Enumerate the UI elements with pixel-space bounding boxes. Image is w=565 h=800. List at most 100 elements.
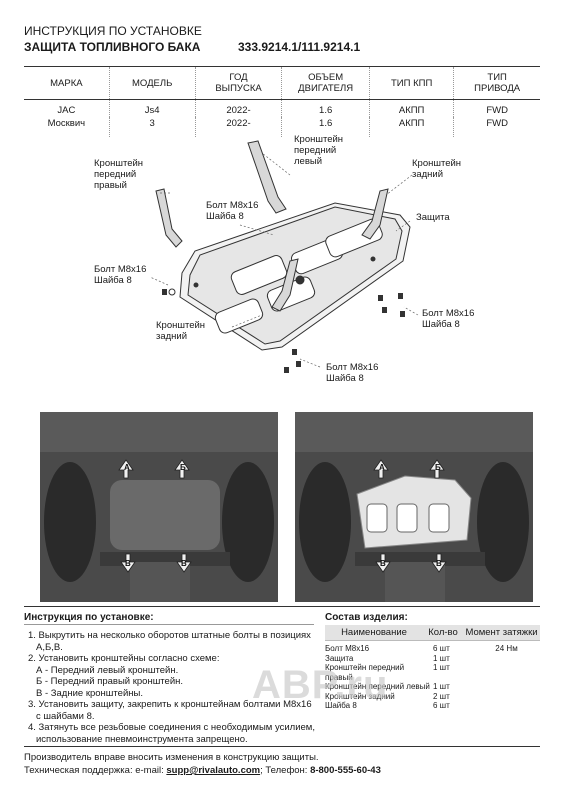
table-cell: АКПП <box>368 117 454 137</box>
label-washer-2: Шайба 8 <box>94 275 132 286</box>
instruction-line: 2. Установить кронштейны согласно схеме: <box>28 653 220 664</box>
position-markers <box>118 459 192 573</box>
table-row: Болт М8х16 6 шт 24 Нм <box>325 644 540 654</box>
support-email-link[interactable]: supp@rivalauto.com <box>166 765 261 776</box>
components-table: Наименование Кол-во Момент затяжки Болт … <box>325 625 540 711</box>
column-header-brand: МАРКА <box>24 66 110 100</box>
label-bracket-rear-bottom: Кронштейн задний <box>156 320 206 342</box>
component-qty: 1 шт <box>433 653 450 663</box>
label-bolt-2: Болт М8х16 <box>94 264 147 275</box>
position-markers-after <box>373 459 447 573</box>
instruction-line: А,Б,В. <box>36 641 63 653</box>
label-bracket-rear-top: Кронштейн задний <box>412 158 462 180</box>
marker-b: Б <box>180 463 186 472</box>
label-bolt-1: Болт М8х16 <box>206 200 259 211</box>
table-cell: Москвич <box>47 118 86 129</box>
column-header-torque: Момент затяжки <box>465 627 538 638</box>
phone-label: ; Телефон: <box>260 765 311 776</box>
table-cell: АКПП <box>368 99 454 117</box>
table-cell: JAC <box>57 105 76 116</box>
instructions-list: 1. Выкрутить на несколько оборотов штатн… <box>28 630 318 745</box>
label-washer-3: Шайба 8 <box>422 319 460 330</box>
part-number: 333.9214.1/111.9214.1 <box>238 40 361 54</box>
table-cell: FWD <box>453 117 540 137</box>
marker-v-right: В <box>181 559 187 568</box>
instructions-underline <box>24 624 314 625</box>
component-name: Шайба 8 <box>325 701 357 710</box>
table-row: Защита 1 шт <box>325 654 540 664</box>
instruction-line: Б - Передний правый кронштейн. <box>36 676 184 687</box>
component-qty: 2 шт <box>433 691 450 701</box>
instruction-line: В - Задние кронштейны. <box>36 687 143 699</box>
bracket-rear-bottom <box>271 258 299 312</box>
column-header-name: Наименование <box>341 627 407 638</box>
section-divider <box>24 606 540 607</box>
instruction-title: ИНСТРУКЦИЯ ПО УСТАНОВКЕ <box>24 24 202 38</box>
column-header-model: МОДЕЛЬ <box>108 66 196 100</box>
instruction-line: А - Передний левый кронштейн. <box>36 664 179 676</box>
instruction-line: 4. Затянуть все резьбовые соединения с н… <box>28 722 315 733</box>
support-phone: 8-800-555-60-43 <box>310 765 381 776</box>
footer-disclaimer: Производитель вправе вносить изменения в… <box>24 752 319 763</box>
marker-a: А <box>379 463 385 472</box>
instruction-line: использование пневмоинструмента запрещен… <box>36 733 248 745</box>
label-bolt-4: Болт М8х16 <box>326 362 379 373</box>
marker-v-left: В <box>125 559 131 568</box>
photo-after-install: А Б В В <box>295 412 533 602</box>
support-label: Техническая поддержка: e-mail: <box>24 765 167 776</box>
component-name: Защита <box>325 653 354 663</box>
component-name: Кронштейн передний правый <box>325 663 405 682</box>
component-qty: 1 шт <box>433 663 450 672</box>
assembly-diagram <box>149 140 419 373</box>
instruction-line: 1. Выкрутить на несколько оборотов штатн… <box>28 630 311 641</box>
component-name: Болт М8х16 <box>325 644 370 653</box>
table-row: Кронштейн задний 2 шт <box>325 692 540 702</box>
bracket-front-left <box>247 140 287 214</box>
table-cell: 3 <box>108 117 196 137</box>
table-row: Шайба 8 6 шт <box>325 701 540 711</box>
bracket-front-right <box>155 188 183 248</box>
table-row: JAC Js4 2022- 1.6 АКПП FWD <box>24 99 540 117</box>
marker-b: Б <box>435 463 441 472</box>
label-bracket-front-left: Кронштейн передний левый <box>294 134 344 167</box>
protection-plate <box>179 202 411 351</box>
leader-lines <box>149 152 419 368</box>
column-header-qty: Кол-во <box>428 627 458 638</box>
bolts-group <box>162 288 405 373</box>
instructions-title: Инструкция по установке: <box>24 612 154 623</box>
component-qty: 6 шт <box>433 701 450 710</box>
label-washer-1: Шайба 8 <box>206 211 244 222</box>
photo-before-install: А Б В В <box>40 412 278 602</box>
watermark-logo: ABP.ru <box>252 663 389 707</box>
label-washer-4: Шайба 8 <box>326 373 364 384</box>
label-bolt-3: Болт М8х16 <box>422 308 475 319</box>
table-cell: 2022- <box>194 117 282 137</box>
marker-a: А <box>124 463 130 472</box>
component-torque: 24 Нм <box>495 644 518 653</box>
table-cell: 1.6 <box>281 99 370 117</box>
component-qty: 1 шт <box>433 682 450 691</box>
components-body: Болт М8х16 6 шт 24 Нм Защита 1 шт Кроншт… <box>325 641 540 711</box>
table-row: Кронштейн передний левый 1 шт <box>325 682 540 692</box>
table-cell: Js4 <box>108 99 196 117</box>
instruction-line: 3. Установить защиту, закрепить к кроншт… <box>28 699 312 710</box>
table-row: Кронштейн передний правый 1 шт <box>325 663 540 682</box>
component-name: Кронштейн задний <box>325 691 395 701</box>
table-cell: 2022- <box>194 99 282 117</box>
column-header-gearbox: ТИП КПП <box>368 66 454 100</box>
component-qty: 6 шт <box>433 644 450 653</box>
components-header-row: Наименование Кол-во Момент затяжки <box>325 625 540 641</box>
bracket-rear-top <box>361 188 389 240</box>
table-cell: 1.6 <box>281 117 370 137</box>
marker-v-left: В <box>380 559 386 568</box>
table-row: Москвич 3 2022- 1.6 АКПП FWD <box>24 117 540 137</box>
table-cell: FWD <box>453 99 540 117</box>
label-bracket-front-right: Кронштейн передний правый <box>94 158 144 191</box>
label-protection: Защита <box>416 212 450 223</box>
instruction-line: с шайбами 8. <box>36 710 95 722</box>
